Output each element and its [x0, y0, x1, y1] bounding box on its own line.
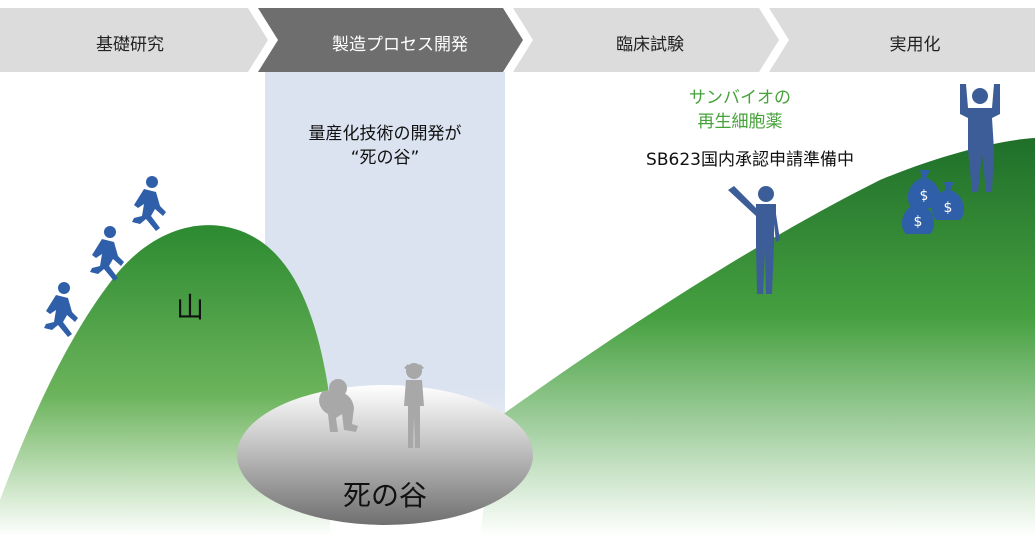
money-bag-icon: $ — [901, 196, 935, 234]
despair-person-icon — [319, 379, 358, 432]
runner-icon — [90, 226, 124, 281]
valley-label: 死の谷 — [342, 479, 427, 512]
stage-arrow-2 — [258, 8, 523, 72]
svg-text:$: $ — [914, 214, 923, 230]
status-note: SB623国内承認申請準備中 — [646, 150, 854, 170]
stage-label-commercialization: 実用化 — [889, 35, 941, 55]
stage-label-basic-research: 基礎研究 — [96, 35, 164, 55]
raised-arms-person-icon — [960, 84, 1000, 192]
valley-ellipse — [237, 385, 533, 525]
money-bag-icon: $ — [931, 182, 965, 220]
product-label-line1: サンバイオの — [689, 88, 791, 108]
gap-note-line1: 量産化技術の開発が — [308, 124, 462, 144]
stage-label-clinical-trial: 臨床試験 — [616, 35, 684, 55]
svg-text:$: $ — [944, 200, 953, 216]
stage-label-process-development: 製造プロセス開発 — [332, 35, 468, 55]
right-slope — [480, 138, 1035, 536]
raised-arms-person-icon — [728, 186, 780, 294]
despair-person-icon — [404, 363, 424, 448]
runner-icon — [132, 176, 166, 231]
stage-arrow-4 — [769, 8, 1035, 72]
gap-note-line2: “死の谷” — [350, 148, 420, 168]
mountain-label: 山 — [176, 291, 205, 324]
runner-icon — [44, 282, 78, 337]
stage-arrow-1 — [0, 8, 268, 72]
stage-arrow-3 — [513, 8, 779, 72]
product-label-line2: 再生細胞薬 — [697, 112, 783, 132]
